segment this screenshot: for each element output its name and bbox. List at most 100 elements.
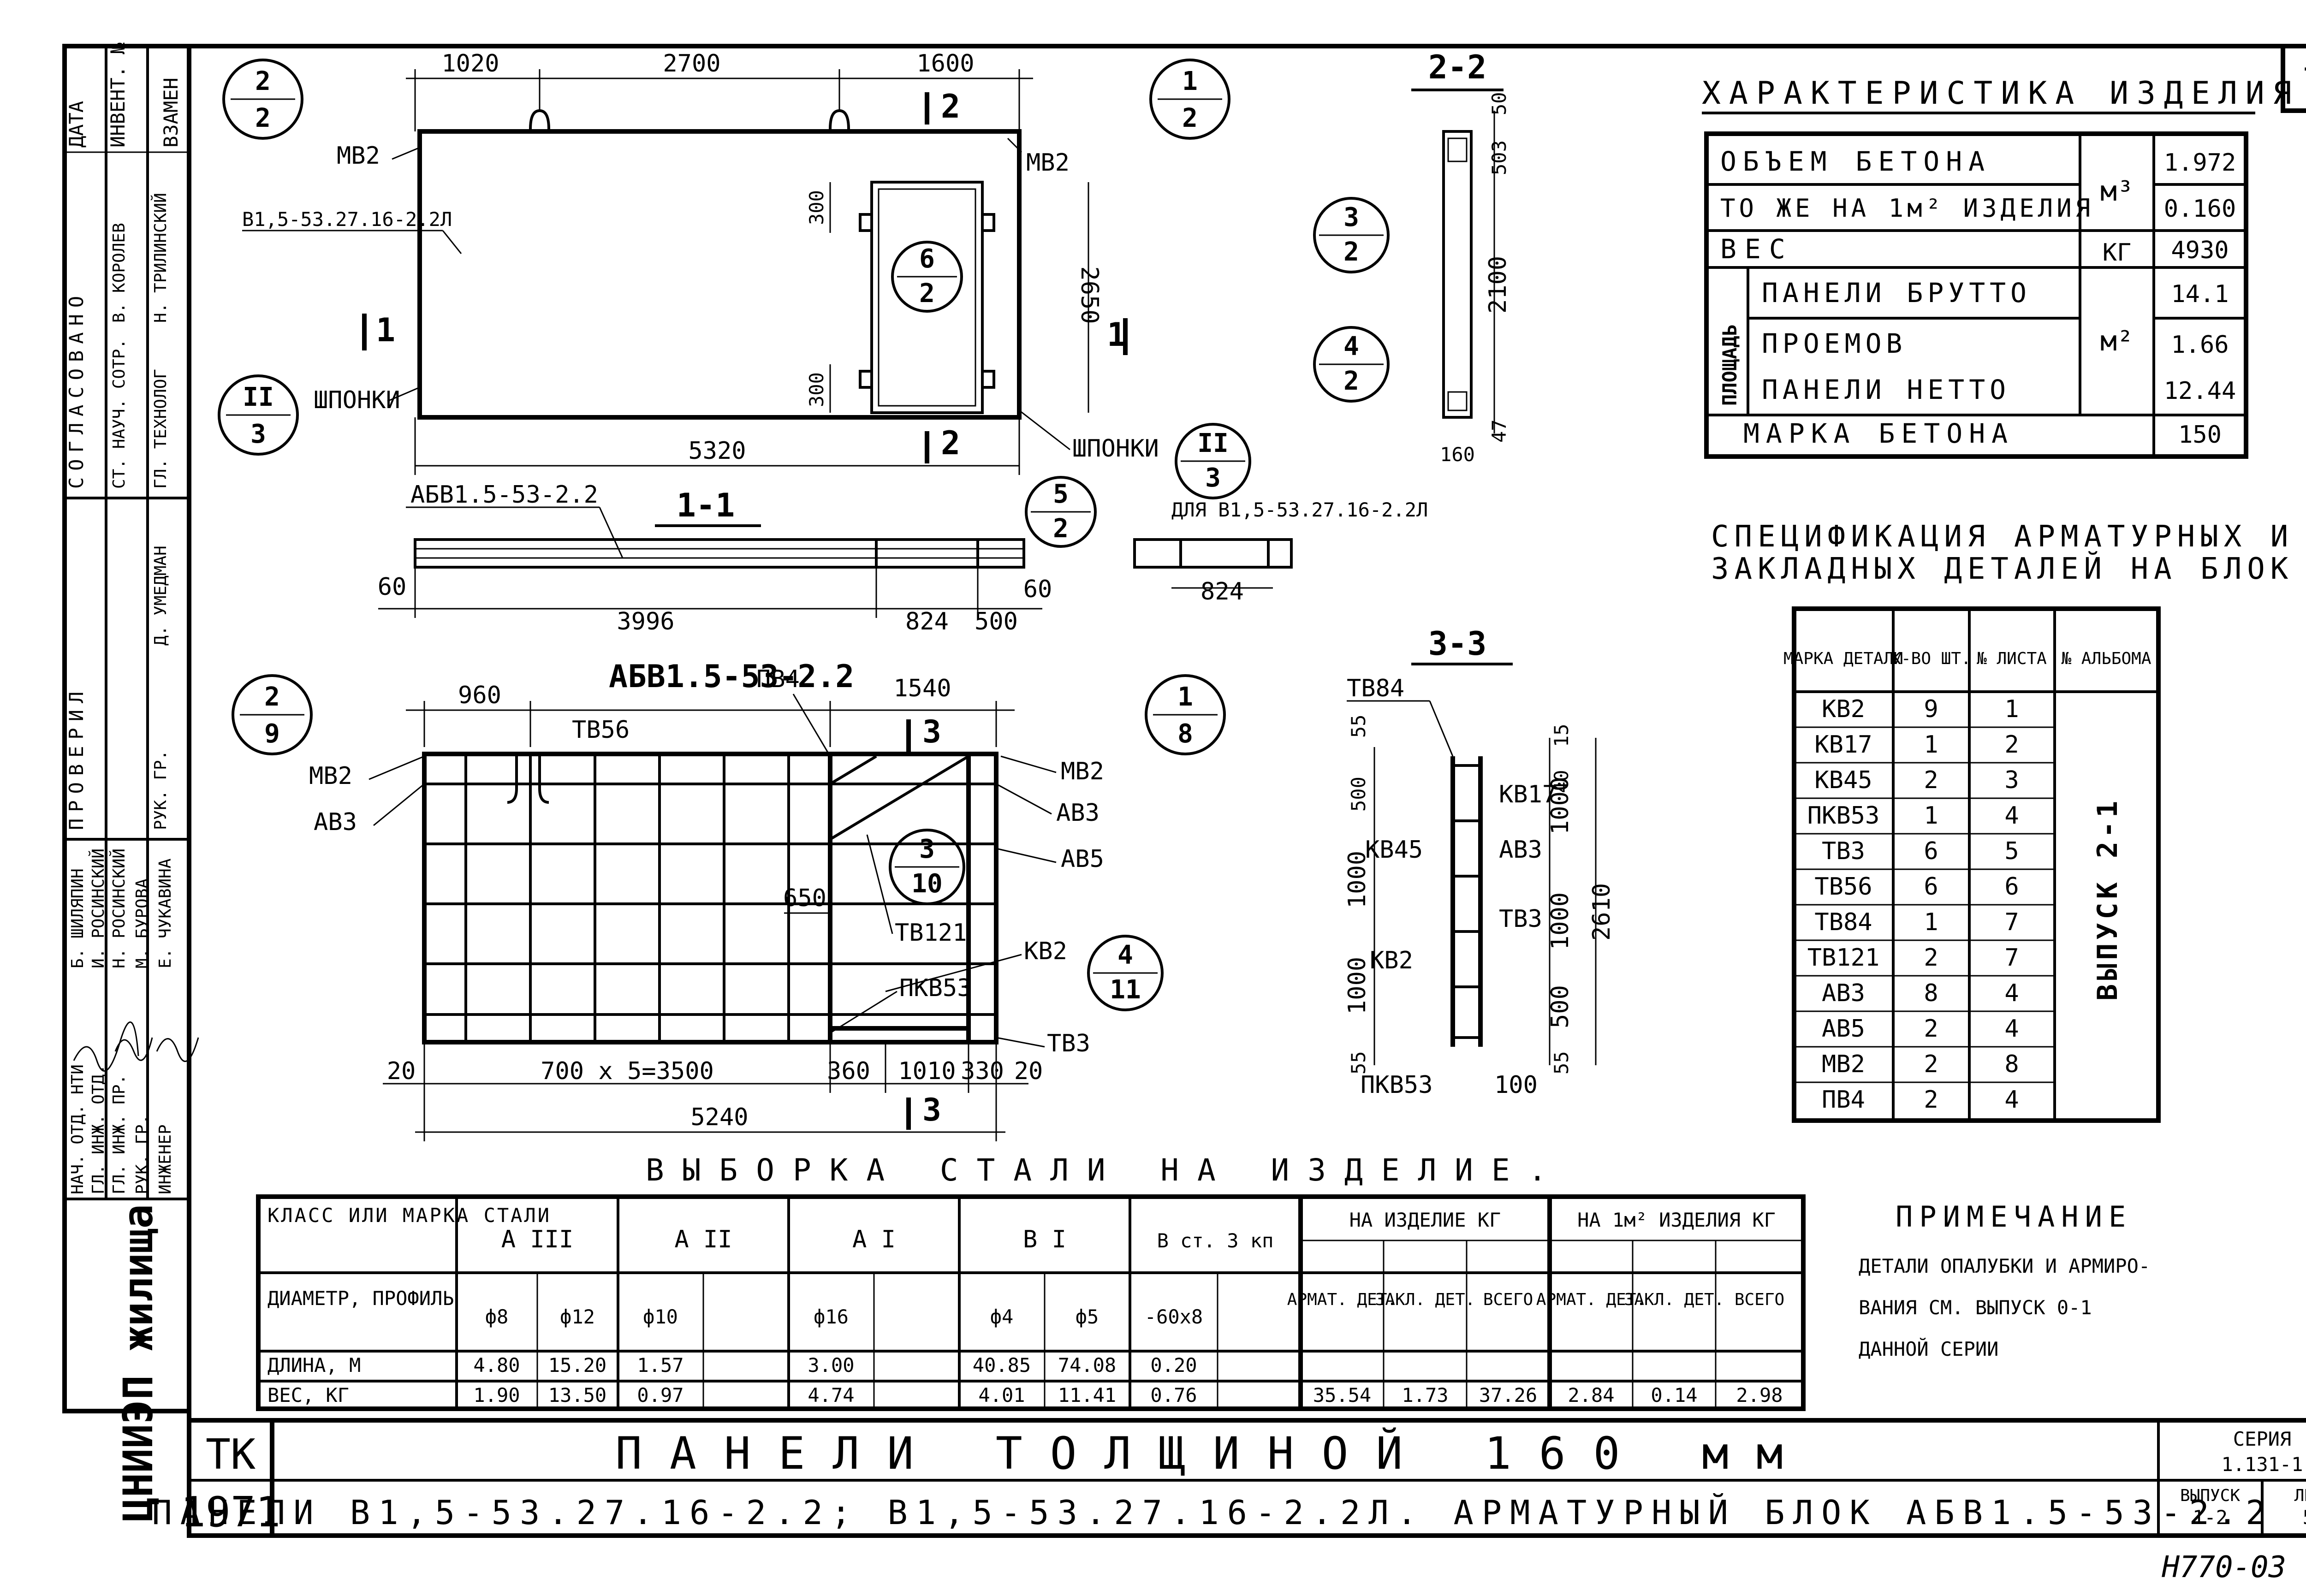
stamp-role-5: ИНЖЕНЕР	[156, 1124, 175, 1194]
spec-cell-qty: 2	[1924, 1015, 1938, 1043]
callout: 6 2	[891, 241, 963, 313]
block-dim-1: 960	[458, 682, 501, 709]
spec-cell-qty: 2	[1924, 944, 1938, 972]
stamp-name-3: Н. РОСИНСКИЙ	[109, 848, 129, 968]
callout: 2 9	[232, 674, 313, 755]
steel-weight: 4.01	[978, 1384, 1025, 1406]
stamp-inv-label: ИНВЕНТ. №	[107, 42, 129, 148]
spec-cell-mark: АВ3	[1822, 979, 1865, 1007]
sec22-dim-1: 50	[1488, 92, 1510, 115]
sec33-label-kv2: КВ2	[1370, 947, 1413, 974]
svg-text:4: 4	[1343, 332, 1359, 362]
panel-dim-6: 300	[805, 190, 828, 225]
sec11-dim-3: 824	[905, 608, 949, 635]
sec33-dim-8: 40	[1550, 770, 1573, 793]
spec-head-album: № АЛЬБОМА	[2061, 649, 2151, 668]
block-label-mv2-right: МВ2	[1061, 758, 1104, 785]
note: ПРИМЕЧАНИЕ ДЕТАЛИ ОПАЛУБКИ И АРМИРО- ВАН…	[1859, 1200, 2150, 1360]
sec33-dim-7: 1000	[1546, 777, 1574, 835]
specification-table: СПЕЦИФИКАЦИЯ АРМАТУРНЫХ И ЗАКЛАДНЫХ ДЕТА…	[1711, 520, 2294, 1123]
sec33-label-av3: АВ3	[1499, 836, 1542, 864]
svg-text:1: 1	[1177, 682, 1193, 712]
stamp-date-label: ДАТА	[65, 101, 88, 148]
svg-text:2: 2	[1053, 514, 1069, 544]
block-dim-8: 330	[961, 1057, 1004, 1085]
svg-text:10: 10	[911, 869, 942, 899]
spec-cell-mark: КВ17	[1814, 731, 1872, 759]
panel-dim-5: 2650	[1076, 266, 1103, 324]
sec33-label-tv84: ТВ84	[1347, 675, 1404, 702]
sec33-dim-9: 1000	[1546, 892, 1574, 950]
sec33-dim-4: 1000	[1343, 957, 1371, 1015]
stamp-check-role: РУК. ГР.	[151, 750, 170, 830]
title-block: ТК 1971 ПАНЕЛИ ТОЛЩИНОЙ 160 мм ПАНЕЛИ В1…	[152, 1418, 2306, 1538]
callout: 3 10	[889, 829, 965, 905]
sec33-dim-2: 500	[1347, 777, 1370, 812]
callout: 2 2	[222, 59, 303, 140]
svg-text:5: 5	[1053, 479, 1069, 509]
svg-text:2: 2	[264, 682, 280, 712]
char-value-4: 14.1	[2171, 280, 2229, 308]
sec33-dim-3: 1000	[1343, 851, 1371, 908]
approval-stamp: ДАТА ИНВЕНТ. № ВЗАМЕН СОГЛАСОВАНО СТ. НА…	[62, 42, 199, 1522]
spec-head-mark: МАРКА ДЕТАЛИ	[1783, 649, 1903, 668]
char-label-2: ТО ЖЕ НА 1м² ИЗДЕЛИЯ	[1720, 194, 2094, 223]
block-label-pv4: ПВ4	[756, 665, 800, 693]
steel-sub-header: ЗАКЛ. ДЕТ.	[1624, 1290, 1724, 1309]
note-title: ПРИМЕЧАНИЕ	[1896, 1200, 2132, 1234]
stamp-replace-label: ВЗАМЕН	[160, 77, 182, 148]
org-name: ЦНИИЭП жилища	[114, 1204, 162, 1522]
sec11-alt-dim: 824	[1201, 578, 1244, 605]
callout: 4 11	[1087, 935, 1164, 1011]
steel-length-label: ДЛИНА, М	[267, 1354, 361, 1376]
svg-text:3: 3	[1205, 463, 1221, 493]
stamp-agree-role-2: ГЛ. ТЕХНОЛОГ	[151, 369, 170, 489]
steel-sub-header: АРМАТ. ДЕТ.	[1287, 1290, 1397, 1309]
steel-length: 0.20	[1150, 1354, 1197, 1376]
steel-length: 15.20	[548, 1354, 606, 1376]
spec-cell-mark: ТВ121	[1807, 944, 1880, 972]
spec-cell-sheet: 2	[2004, 731, 2019, 759]
sheet-title: ПАНЕЛИ ТОЛЩИНОЙ 160 мм	[615, 1427, 1811, 1479]
svg-text:2: 2	[1182, 103, 1198, 133]
spec-cell-qty: 9	[1924, 695, 1938, 723]
block-label-av3-left: АВ3	[314, 808, 357, 836]
stamp-name-4: М. БУРОВА	[133, 878, 152, 968]
handwritten-footer: Н770-03 76	[2161, 1550, 2306, 1584]
steel-total: 1.73	[1402, 1384, 1448, 1406]
steel-class-label: КЛАСС ИЛИ МАРКА СТАЛИ	[267, 1204, 551, 1227]
spec-cell-qty: 2	[1924, 1050, 1938, 1078]
characteristics-table: ХАРАКТЕРИСТИКА ИЗДЕЛИЯ ОБЪЕМ БЕТОНА ТО Ж…	[1702, 75, 2292, 459]
steel-sub-header: ЗАКЛ. ДЕТ.	[1375, 1290, 1475, 1309]
sec33-label-kv17: КВ17	[1499, 781, 1557, 808]
svg-text:3: 3	[919, 834, 935, 864]
section-2-2: 2-2 50 503 2100 160 47	[1411, 48, 1512, 466]
section-1-1-block: АБВ1.5-53-2.2	[410, 481, 598, 509]
spec-cell-sheet: 4	[2004, 802, 2019, 830]
tk-year: 1971	[181, 1488, 281, 1537]
spec-cell-qty: 1	[1924, 731, 1938, 759]
spec-cell-qty: 1	[1924, 802, 1938, 830]
stamp-check-name: Д. УМЕДМАН	[151, 546, 170, 646]
sec33-label-kv45: КВ45	[1365, 836, 1423, 864]
callout: 1 2	[1149, 59, 1230, 140]
steel-total: 37.26	[1479, 1384, 1537, 1406]
spec-cell-qty: 8	[1924, 979, 1938, 1007]
spec-title-2: ЗАКЛАДНЫХ ДЕТАЛЕЙ НА БЛОК	[1711, 551, 2294, 586]
block-dim-6: 360	[827, 1057, 870, 1085]
block-dim-7: 1010	[898, 1057, 956, 1085]
steel-diameter: ф8	[485, 1305, 509, 1328]
char-label-7: МАРКА БЕТОНА	[1743, 418, 2014, 449]
svg-text:11: 11	[1110, 975, 1141, 1005]
cut-mark-3-top: 3	[922, 714, 941, 750]
cut-mark-3-bottom: 3	[922, 1092, 941, 1128]
steel-table: ВЫБОРКА СТАЛИ НА ИЗДЕЛИЕ. КЛАСС ИЛИ МАРК…	[256, 1152, 1806, 1411]
block-label-mv2-left: МВ2	[309, 762, 352, 790]
steel-total: 2.84	[1568, 1384, 1614, 1406]
steel-per-m2: НА 1м² ИЗДЕЛИЯ КГ	[1577, 1209, 1776, 1231]
steel-length: 4.80	[473, 1354, 520, 1376]
svg-text:II: II	[243, 382, 273, 412]
spec-head-sheet: № ЛИСТА	[1976, 649, 2047, 668]
spec-cell-mark: АВ5	[1822, 1015, 1865, 1043]
char-unit-volume: м³	[2100, 175, 2134, 208]
